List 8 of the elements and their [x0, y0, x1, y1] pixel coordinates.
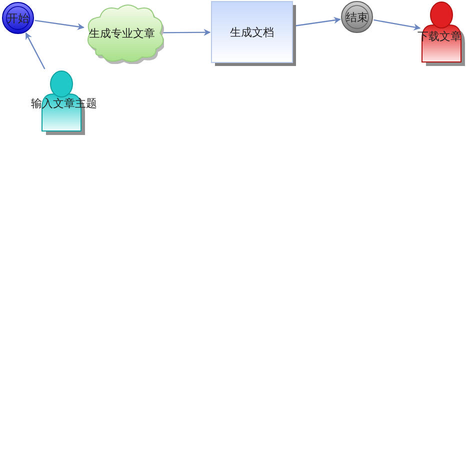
arrow [374, 19, 421, 31]
node-label: 生成文档 [230, 26, 274, 38]
node-label: 开始 [7, 12, 29, 24]
arrow [25, 32, 46, 70]
node-label: 结束 [346, 10, 368, 24]
arrow [34, 20, 84, 30]
arrow [161, 28, 211, 36]
node-label: 生成专业文章 [89, 26, 155, 40]
